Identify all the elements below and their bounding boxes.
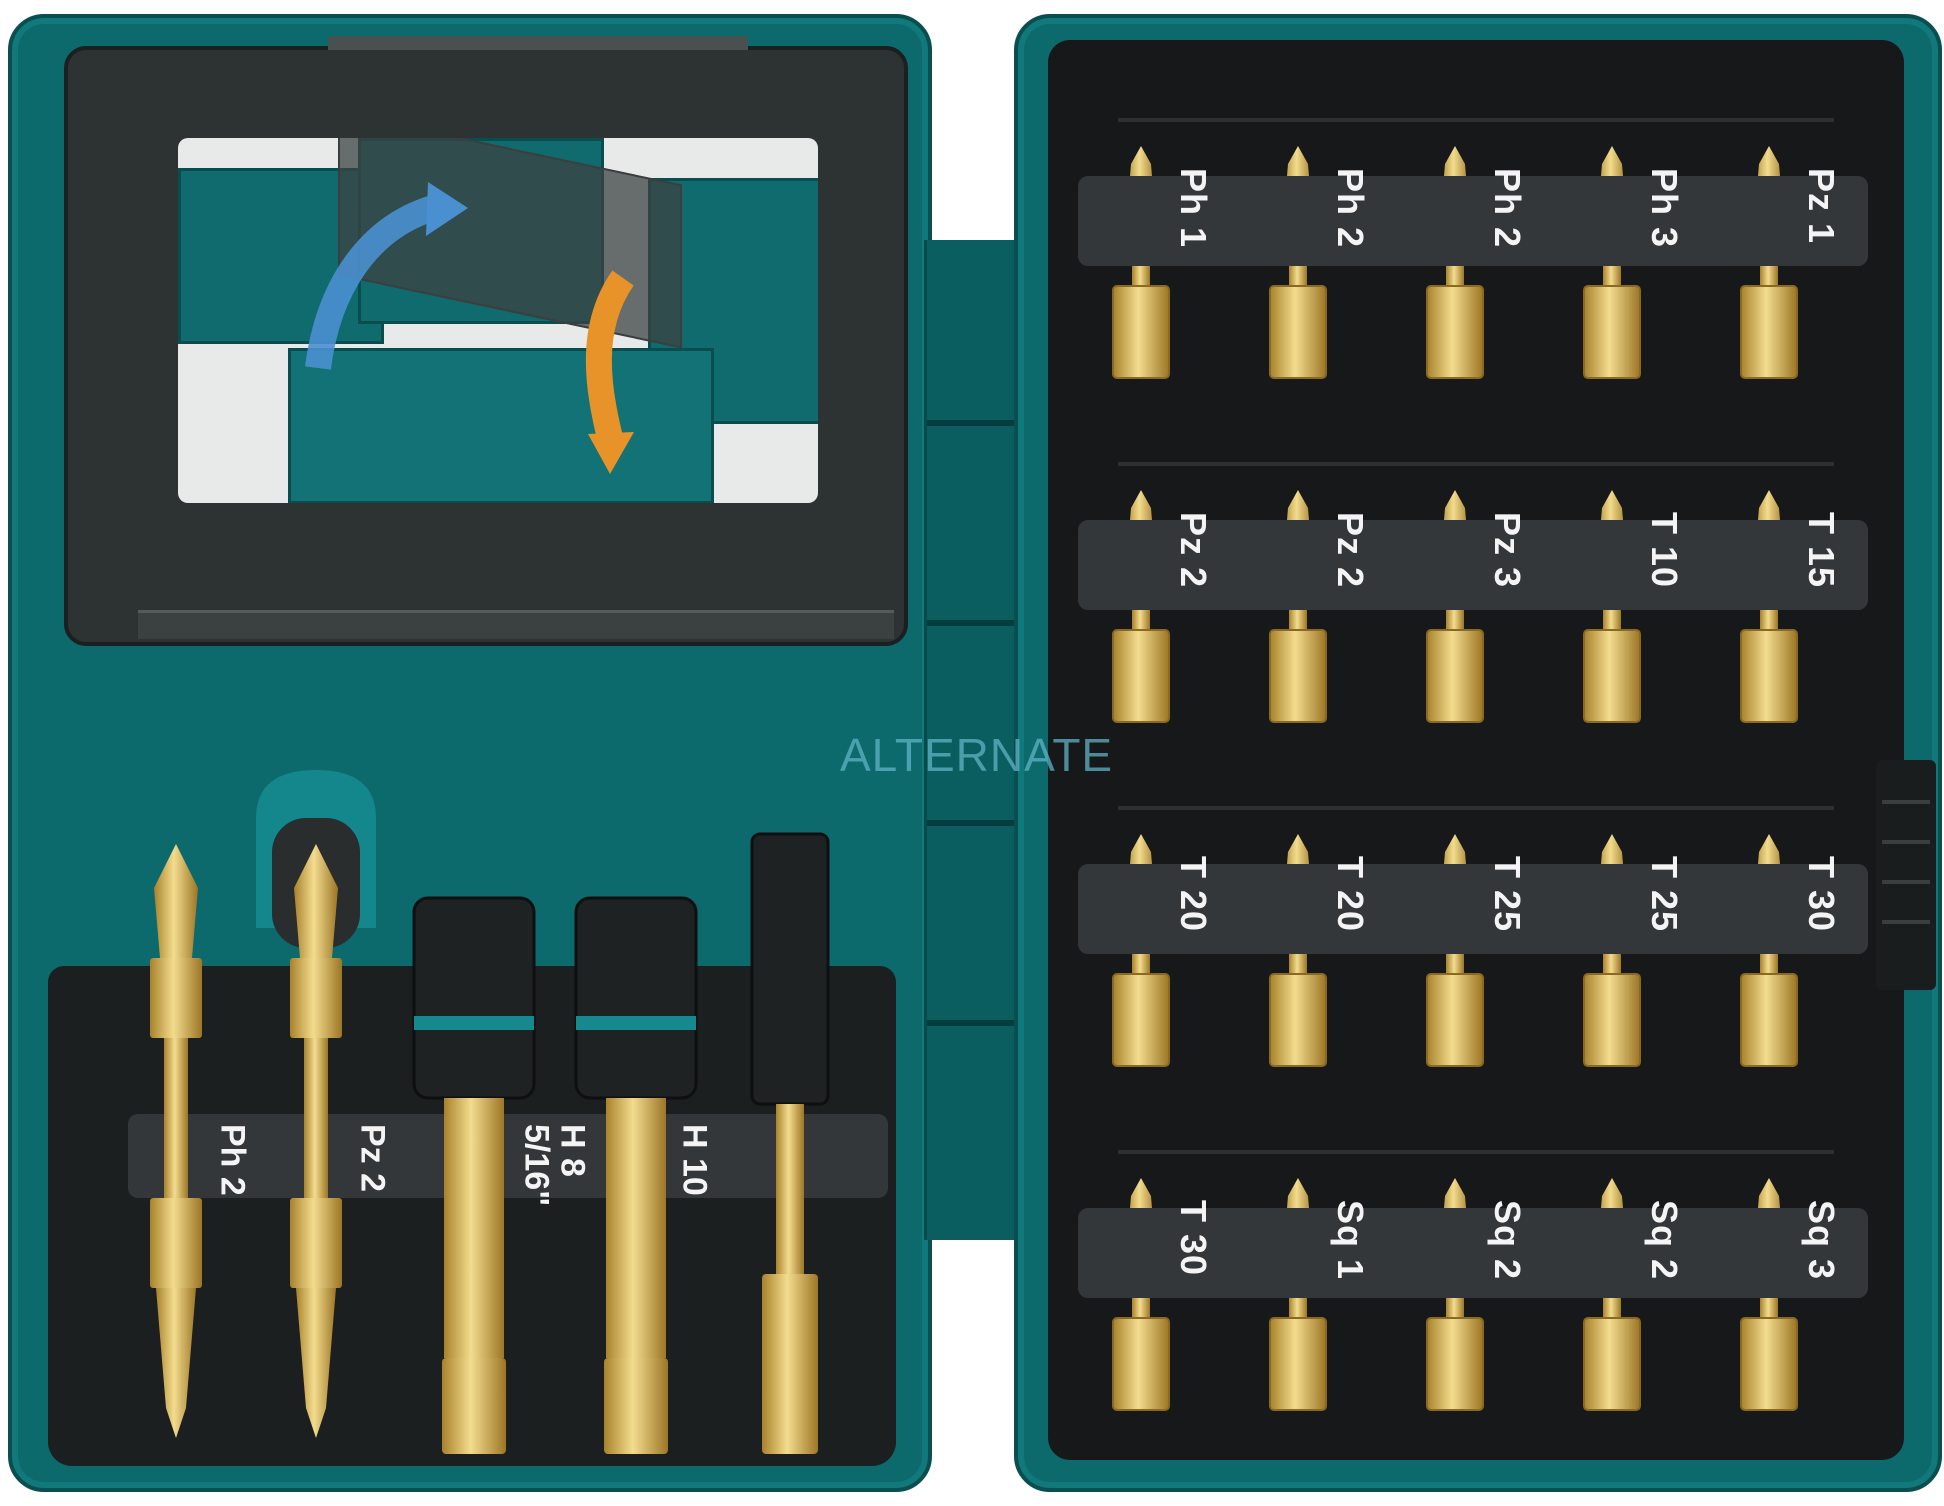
bit-label: Pz 1	[1801, 168, 1842, 245]
setter-hex	[604, 1358, 668, 1454]
bit-label: Sq 2	[1644, 1200, 1685, 1281]
label-band	[1078, 864, 1868, 954]
bit-hex-shank	[1112, 285, 1170, 379]
bit-label: Pz 2	[1330, 512, 1371, 589]
bit-label: T 15	[1801, 512, 1842, 589]
case-left-half: Ph 2 Pz 2 H 8 5/16" H 10	[8, 14, 932, 1492]
row-divider	[1118, 1150, 1834, 1154]
latch-ridge	[1882, 920, 1930, 924]
bit-hex-shank	[1426, 973, 1484, 1067]
magnetic-socket	[412, 896, 536, 1100]
bit-hex-shank	[1426, 629, 1484, 723]
double-bit[interactable]	[256, 770, 376, 1438]
bit-shaft	[164, 1038, 188, 1198]
bit-hex-shank	[1583, 1317, 1641, 1411]
bit-hex-shank	[1740, 1317, 1798, 1411]
bit-label: Sq 1	[1330, 1200, 1371, 1281]
bit-hex-shank	[1426, 285, 1484, 379]
bit-tip	[154, 844, 198, 958]
bit-label: T 30	[1173, 1200, 1214, 1277]
preview-screw-compartment	[288, 348, 714, 503]
tool-label: H 10	[675, 1124, 714, 1196]
double-bit[interactable]	[150, 844, 202, 1438]
bit-label: Pz 3	[1487, 512, 1528, 589]
socket-ring	[414, 1016, 534, 1030]
latch-ridge	[1882, 880, 1930, 884]
lower-label-band	[128, 1114, 888, 1198]
tool-label: Pz 2	[353, 1124, 392, 1193]
hinge-segment	[927, 1020, 1017, 1026]
bit-label: T 30	[1801, 856, 1842, 933]
bit-hex-shank	[1112, 1317, 1170, 1411]
bit-hex-shank	[1269, 973, 1327, 1067]
lid[interactable]	[64, 36, 908, 646]
bit-hex	[150, 958, 202, 1038]
bit-hex	[290, 958, 342, 1038]
bit-label: Sq 3	[1801, 1200, 1842, 1281]
hinge-segment	[927, 620, 1017, 626]
holder-sleeve	[750, 832, 830, 1106]
bit-hex-shank	[1269, 1317, 1327, 1411]
latch-ridge	[1882, 800, 1930, 804]
bit-label: Sq 2	[1487, 1200, 1528, 1281]
row-divider	[1118, 118, 1834, 122]
bit-hex-shank	[1583, 629, 1641, 723]
bit-label: Ph 1	[1173, 168, 1214, 249]
socket-ring	[576, 1016, 696, 1030]
tool-label: H 8 5/16"	[517, 1124, 592, 1207]
bit-hex-shank	[1583, 973, 1641, 1067]
setter-shaft	[606, 1098, 666, 1358]
bit-label: Ph 2	[1330, 168, 1371, 249]
bit-holder[interactable]	[750, 832, 830, 1454]
nut-setter[interactable]	[412, 896, 536, 1454]
bit-hex-shank	[1269, 285, 1327, 379]
bit-hex-shank	[1269, 629, 1327, 723]
bit-label: Pz 2	[1173, 512, 1214, 589]
bit-tip	[294, 844, 338, 958]
lower-tools	[150, 770, 830, 1454]
bit-hex-shank	[1740, 285, 1798, 379]
bit-label: Ph 3	[1644, 168, 1685, 249]
hinge-segment	[927, 820, 1017, 826]
setter-hex	[442, 1358, 506, 1454]
bit-hex-shank	[1583, 285, 1641, 379]
bit-tip	[156, 1288, 196, 1438]
nut-setter[interactable]	[574, 896, 698, 1454]
case-hinge	[924, 240, 1020, 1240]
row-divider	[1118, 806, 1834, 810]
tool-label: Ph 2	[213, 1124, 252, 1196]
row-divider	[1118, 462, 1834, 466]
bit-hex-shank	[1426, 1317, 1484, 1411]
magnetic-socket	[574, 896, 698, 1100]
storage-preview-image	[178, 138, 818, 503]
watermark: ALTERNATE	[840, 729, 1114, 781]
label-band	[1078, 176, 1868, 266]
bit-label: T 25	[1644, 856, 1685, 933]
lid-top-edge	[328, 36, 748, 50]
bit-label: Ph 2	[1487, 168, 1528, 249]
bit-hex-shank	[1740, 973, 1798, 1067]
setter-shaft	[444, 1098, 504, 1358]
hinge-segment	[927, 420, 1017, 426]
bit-hex	[150, 1198, 202, 1288]
bit-label: T 20	[1330, 856, 1371, 933]
bit-label: T 20	[1173, 856, 1214, 933]
case-right-half: Ph 1 Ph 2 Ph 2 Ph 3 Pz 1 Pz 2 Pz 2 Pz 3 T 10 T 15…	[1014, 14, 1942, 1492]
holder-shaft	[776, 1104, 804, 1274]
bit-shaft	[304, 1038, 328, 1198]
preview-arrows	[305, 182, 634, 474]
latch-ridge	[1882, 840, 1930, 844]
bit-hex-shank	[1740, 629, 1798, 723]
bit-label: T 25	[1487, 856, 1528, 933]
bit-label: T 10	[1644, 512, 1685, 589]
holder-hex	[762, 1274, 818, 1454]
lid-hinge-edge	[138, 610, 894, 639]
bit-hex-shank	[1112, 629, 1170, 723]
bit-hex	[290, 1198, 342, 1288]
label-band	[1078, 1208, 1868, 1298]
bit-tip	[296, 1288, 336, 1438]
label-band	[1078, 520, 1868, 610]
case-latch[interactable]	[1876, 760, 1936, 990]
bit-hex-shank	[1112, 973, 1170, 1067]
